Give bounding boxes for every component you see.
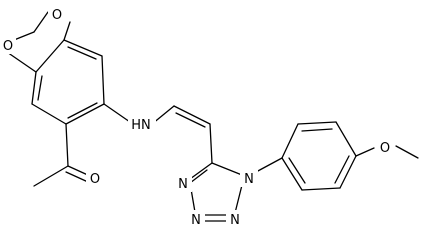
bond-c3-c4	[65, 103, 105, 125]
atom-labels: O O HN O N N N N O	[0, 5, 394, 228]
bond-vinyl-1	[173, 105, 211, 125]
bond-c5tz-n4-inner	[189, 169, 208, 184]
bonds	[3, 11, 419, 222]
bond-c4-c5	[31, 103, 67, 125]
bond-c5tz-n4	[189, 162, 213, 180]
bond-vinyl-c5tz	[209, 123, 213, 164]
bond-c1-c2-inner	[67, 46, 97, 60]
atom-n-tetrazole-4: N	[178, 177, 188, 192]
bond-ar2-ar3	[297, 121, 337, 125]
atom-n-tetrazole-1: N	[244, 172, 254, 187]
bond-c2-c3	[101, 55, 105, 105]
bond-c6-c1	[35, 39, 65, 73]
bond-ar3-ar4	[335, 121, 357, 157]
bond-o-top-c1	[63, 21, 71, 41]
atom-nh: HN	[131, 118, 151, 133]
bond-ar6-ar1-inner	[288, 157, 306, 184]
bond-c5tz-n1	[211, 162, 243, 176]
bond-c3-nh	[103, 103, 131, 123]
bond-c4-carbonyl	[65, 123, 69, 167]
bond-o-ch3	[395, 145, 419, 159]
bond-ar4-ar5-inner	[334, 155, 350, 184]
atom-o-methoxy: O	[380, 141, 390, 156]
bond-vinyl-2	[175, 112, 206, 128]
bond-ar2-ar3-inner	[301, 128, 333, 132]
bond-n1-aryl	[255, 157, 283, 173]
atom-o-dioxole-top: O	[52, 8, 62, 23]
bond-carbonyl-methyl	[33, 165, 69, 187]
bond-o-top-ch2	[33, 11, 49, 33]
bond-c5-c6-inner	[37, 75, 43, 101]
atom-o-carbonyl: O	[90, 172, 100, 187]
bond-ch2-o-bottom	[13, 31, 35, 41]
atom-n-tetrazole-3: N	[191, 213, 201, 228]
bond-ar5-ar6	[301, 187, 341, 191]
bond-c1-c2	[63, 39, 103, 57]
bond-c3-c4-inner	[67, 102, 98, 119]
bond-ar4-ar5	[339, 155, 357, 189]
bond-ar1-ar2	[281, 123, 299, 159]
atom-n-tetrazole-2: N	[230, 213, 240, 228]
bond-carbonyl-o-2	[65, 171, 89, 183]
bond-ar6-ar1	[281, 157, 303, 191]
bond-c5-c6	[31, 71, 37, 105]
bond-ar4-o	[355, 147, 375, 157]
atom-o-dioxole-bottom: O	[3, 39, 13, 54]
